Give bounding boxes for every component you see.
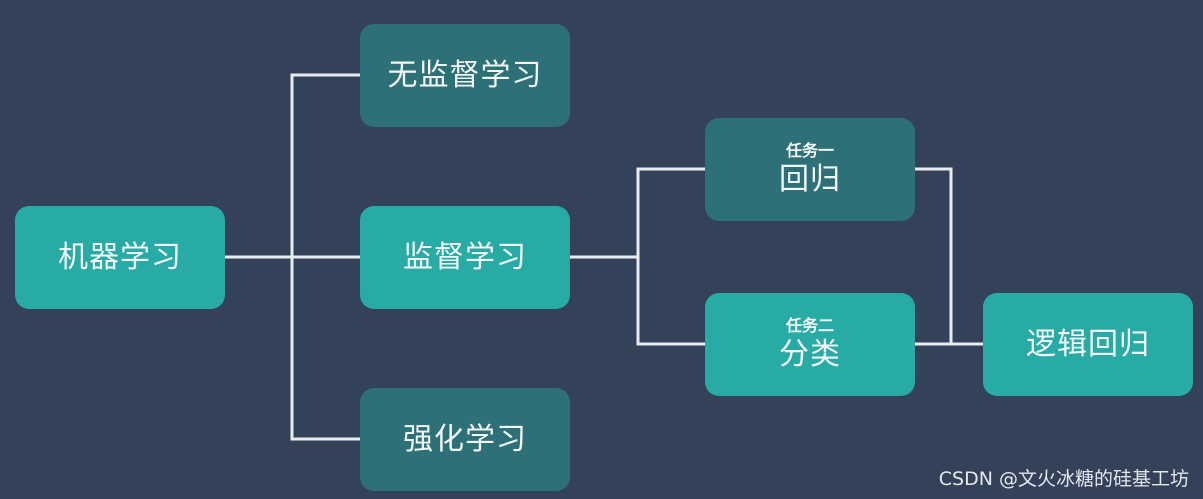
node-supervised-learning-label: 监督学习 — [403, 239, 527, 275]
node-unsupervised-learning-label: 无监督学习 — [387, 57, 543, 93]
connector-supervised-to-classification — [636, 257, 705, 346]
node-classification: 任务二 分类 — [705, 293, 915, 396]
node-regression-label: 回归 — [779, 161, 841, 197]
connector-supervised-to-regression — [636, 167, 705, 257]
connector-regression-to-logistic — [915, 167, 953, 344]
node-supervised-learning: 监督学习 — [360, 206, 570, 309]
node-reinforcement-learning: 强化学习 — [360, 388, 570, 491]
connector-ml-to-unsupervised — [290, 73, 360, 257]
node-unsupervised-learning: 无监督学习 — [360, 24, 570, 127]
node-machine-learning: 机器学习 — [15, 206, 225, 309]
watermark-text: CSDN @文火冰糖的硅基工坊 — [938, 468, 1189, 490]
connector-ml-to-reinforcement — [290, 257, 360, 441]
node-logistic-regression: 逻辑回归 — [983, 293, 1193, 396]
node-logistic-regression-label: 逻辑回归 — [1026, 326, 1150, 362]
node-machine-learning-label: 机器学习 — [58, 239, 182, 275]
node-regression: 任务一 回归 — [705, 118, 915, 221]
node-classification-task-label: 任务二 — [785, 315, 834, 335]
node-reinforcement-learning-label: 强化学习 — [403, 421, 527, 457]
node-classification-label: 分类 — [779, 336, 841, 372]
node-regression-task-label: 任务一 — [785, 140, 834, 160]
